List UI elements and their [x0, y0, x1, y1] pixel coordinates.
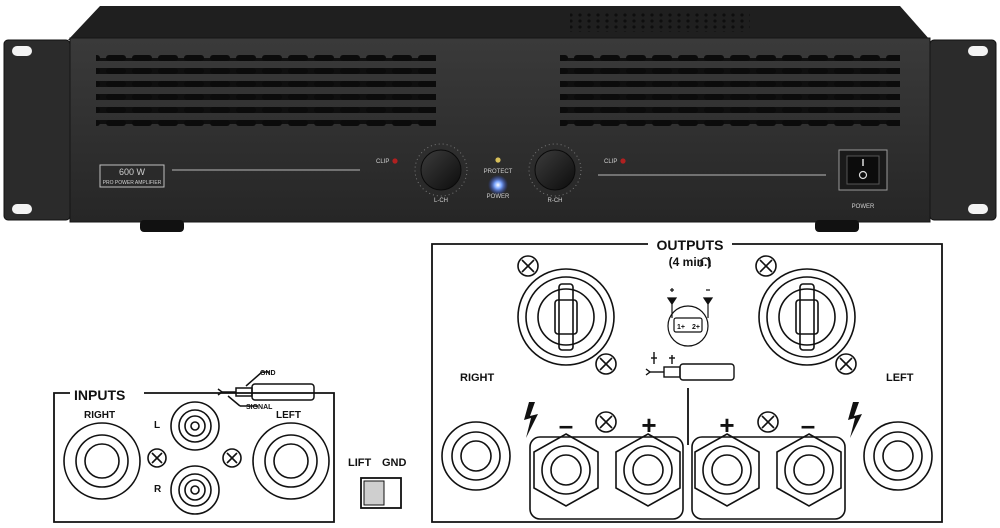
speakon-left-connector[interactable]	[758, 268, 856, 366]
protect-led	[495, 157, 501, 163]
rack-ear-right	[929, 39, 997, 221]
rca-l-jack[interactable]	[170, 401, 220, 451]
polarity-plus-left: +	[719, 410, 734, 440]
badge-model: PRO POWER AMPLIFIER	[103, 180, 162, 186]
screw-icon	[755, 255, 777, 277]
gnd-label: GND	[260, 370, 276, 377]
binding-post-pair-right	[529, 436, 684, 520]
top-vent	[570, 12, 750, 32]
rack-hole	[12, 46, 32, 56]
lightning-icon	[524, 402, 538, 438]
rack-hole	[12, 204, 32, 214]
rca-r-label: R	[154, 484, 162, 495]
clip-led-right	[620, 158, 626, 164]
speakon-pinout-icon	[666, 288, 714, 347]
power-switch-label: POWER	[852, 204, 875, 210]
polarity-plus-right: +	[641, 410, 656, 440]
output-left-jack[interactable]	[863, 421, 933, 491]
input-left-jack[interactable]	[252, 422, 330, 500]
power-switch[interactable]	[846, 155, 880, 185]
binding-post-right-plus[interactable]	[615, 433, 681, 507]
rca-l-label: L	[154, 420, 160, 431]
pin1-label: 1+	[677, 324, 685, 331]
ohm-icon	[699, 257, 711, 267]
output-right-label: RIGHT	[460, 372, 495, 384]
top-cover	[68, 6, 930, 40]
input-right-jack[interactable]	[63, 422, 141, 500]
screw-icon	[595, 411, 617, 433]
binding-post-left-minus[interactable]	[776, 433, 842, 507]
output-right-jack[interactable]	[441, 421, 511, 491]
rack-hole	[968, 46, 988, 56]
binding-post-pair-left	[691, 436, 846, 520]
output-left-label: LEFT	[886, 372, 914, 384]
input-right-label: RIGHT	[84, 410, 115, 421]
knob-label-right: R-CH	[548, 198, 563, 204]
right-channel-knob[interactable]	[534, 149, 576, 191]
binding-post-right-minus[interactable]	[533, 433, 599, 507]
left-channel-knob[interactable]	[420, 149, 462, 191]
outputs-subtitle: (4 min.)	[669, 255, 712, 269]
signal-label: SIGNAL	[246, 404, 273, 411]
inputs-title: INPUTS	[74, 387, 125, 403]
power-led	[488, 175, 508, 195]
clip-label-left: CLIP	[376, 159, 389, 165]
input-left-label: LEFT	[276, 410, 301, 421]
lift-label: LIFT	[348, 457, 371, 469]
screw-icon	[757, 411, 779, 433]
clip-label-right: CLIP	[604, 159, 617, 165]
ground-lift-switch-slider[interactable]	[363, 480, 385, 506]
screw-icon	[222, 448, 242, 468]
polarity-minus-right: –	[559, 410, 573, 440]
binding-post-left-plus[interactable]	[694, 433, 760, 507]
outputs-panel: OUTPUTS (4 min.) RIGHT LEFT	[431, 237, 943, 523]
ground-lift-switch-group: LIFT GND	[348, 457, 407, 509]
outputs-title: OUTPUTS	[657, 237, 724, 253]
ground-lift-switch[interactable]	[360, 477, 402, 509]
clip-led-left	[392, 158, 398, 164]
amplifier-front-panel: 600 W PRO POWER AMPLIFIER CLIP CLIP L-CH…	[3, 6, 997, 232]
ground-label: GND	[382, 457, 407, 469]
speakon-right-connector[interactable]	[517, 268, 615, 366]
protect-label: PROTECT	[484, 169, 513, 175]
screw-icon	[517, 255, 539, 277]
model-badge	[99, 164, 165, 188]
rca-r-jack[interactable]	[170, 465, 220, 515]
foot	[140, 220, 184, 232]
rack-ear-left	[3, 39, 71, 221]
inputs-panel: INPUTS GND SIGNAL RIGHT LEFT L R	[53, 370, 335, 523]
knob-label-left: L-CH	[434, 198, 448, 204]
lightning-icon	[848, 402, 862, 438]
polarity-minus-left: –	[801, 410, 815, 440]
output-jack-plug-icon	[645, 352, 735, 381]
screw-icon	[595, 353, 617, 375]
foot	[815, 220, 859, 232]
screw-icon	[147, 448, 167, 468]
pin2-label: 2+	[692, 324, 700, 331]
badge-power: 600 W	[119, 167, 146, 177]
jack-plug-icon	[217, 371, 315, 407]
power-led-label: POWER	[487, 194, 510, 200]
rack-hole	[968, 204, 988, 214]
screw-icon	[835, 353, 857, 375]
